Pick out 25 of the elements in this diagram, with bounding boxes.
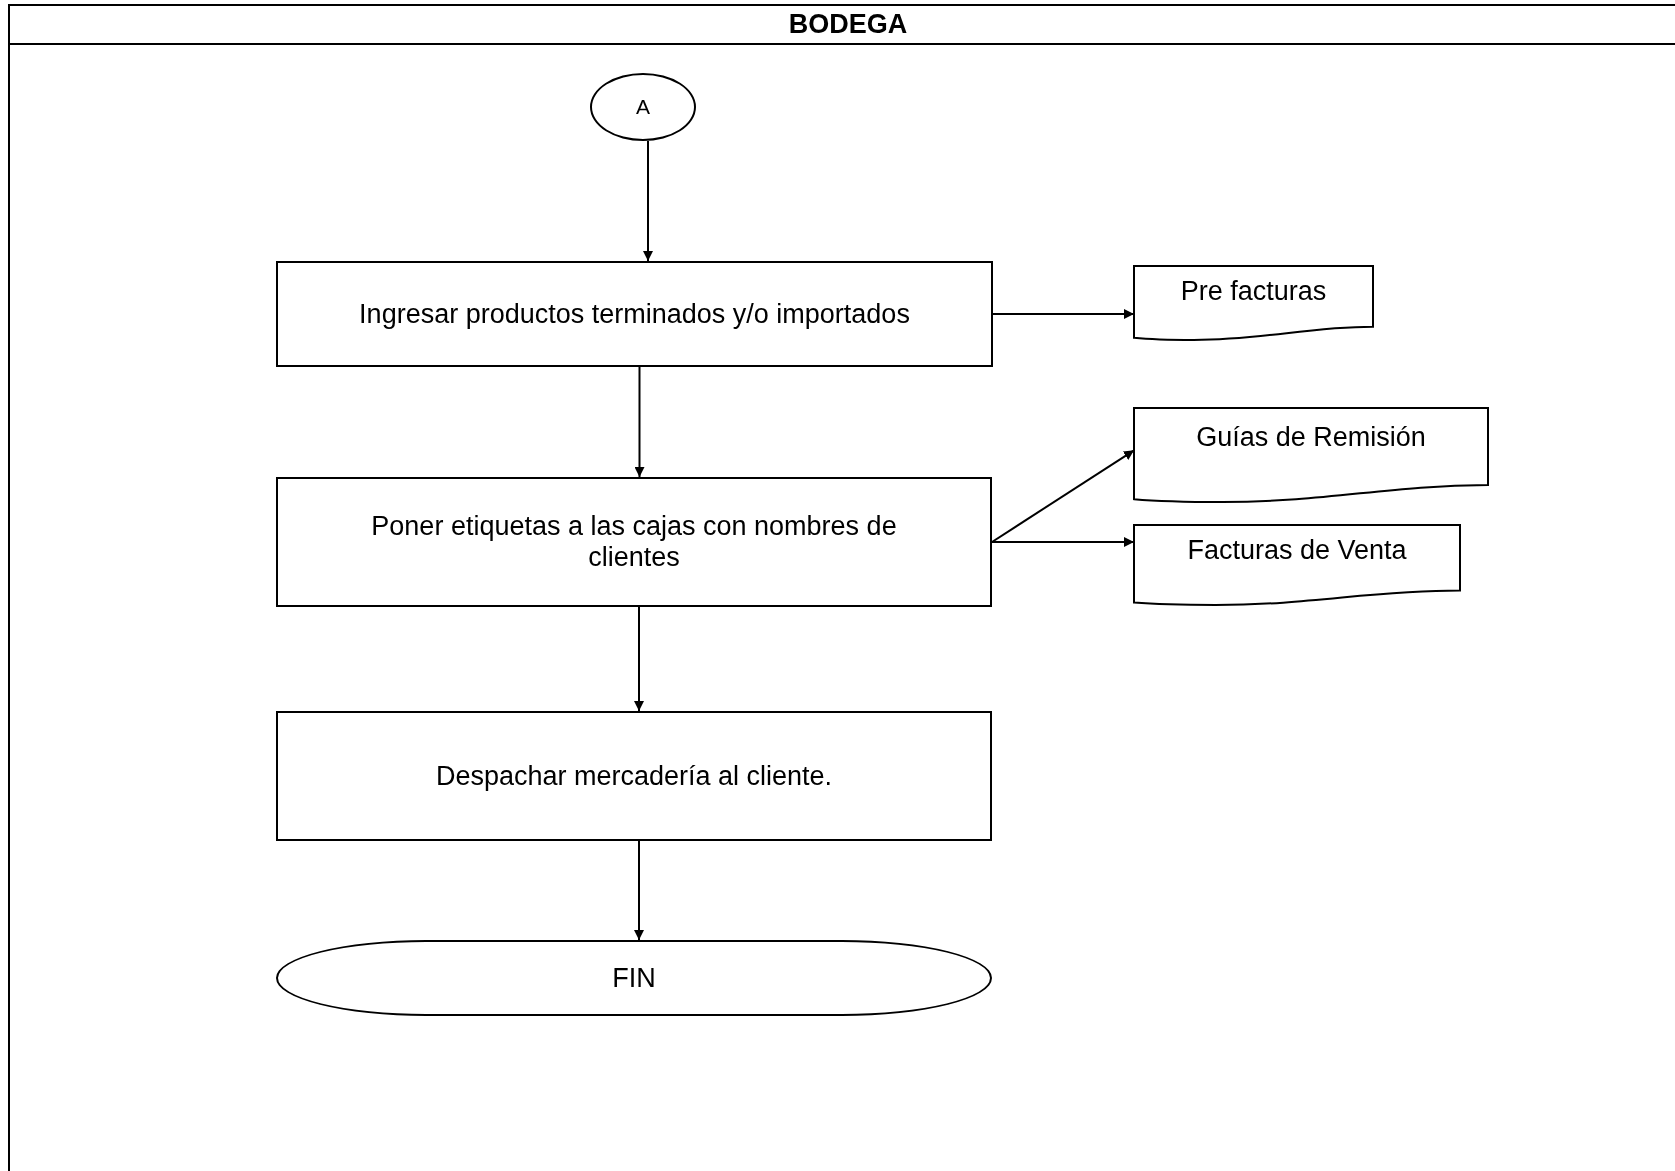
terminator-shape: [276, 940, 992, 1016]
process-box: [276, 711, 992, 841]
arrow: [991, 449, 1135, 543]
arrow: [634, 366, 645, 478]
arrow: [992, 309, 1135, 319]
swimlane: [8, 4, 1675, 1171]
node-label: Poner etiquetas a las cajas con nombres de clientes: [370, 511, 898, 573]
arrow: [991, 537, 1135, 547]
arrow: [634, 606, 644, 712]
node-label: FIN: [612, 962, 656, 994]
lane-title: BODEGA: [10, 6, 1675, 45]
node-label: Facturas de Venta: [1187, 535, 1407, 566]
arrow: [643, 140, 653, 262]
process-box: [276, 477, 992, 607]
connector-circle: [590, 73, 696, 141]
node-label: A: [636, 95, 650, 119]
node-label: Despachar mercadería al cliente.: [435, 760, 833, 792]
node-label: Guías de Remisión: [1196, 422, 1426, 453]
document-shape: [1134, 525, 1460, 605]
node-label: Ingresar productos terminados y/o importados: [359, 298, 910, 330]
document-shape: [1134, 408, 1488, 502]
node-label: Pre facturas: [1180, 276, 1327, 307]
arrow: [634, 840, 644, 941]
document-shape: [1134, 266, 1373, 340]
process-box: [276, 261, 993, 367]
